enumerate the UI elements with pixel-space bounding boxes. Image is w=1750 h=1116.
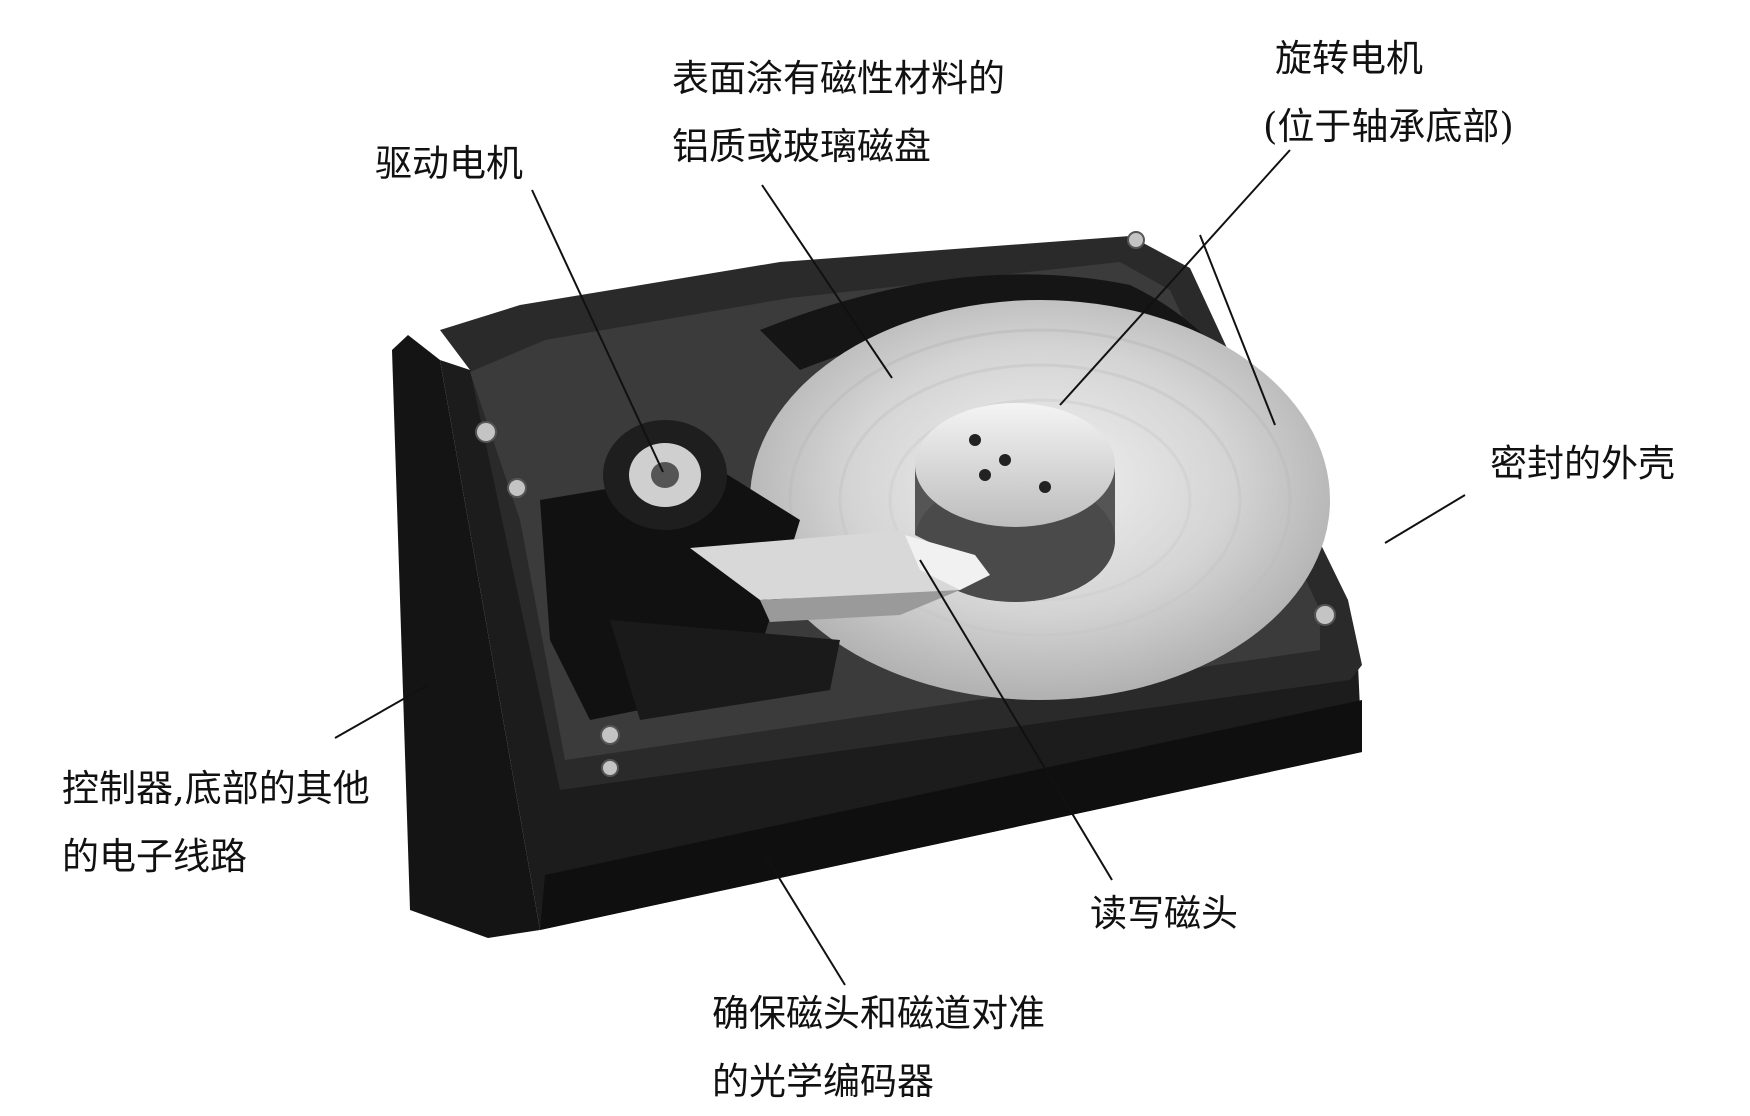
label-platter-line2: 铝质或玻璃磁盘 [672,125,931,168]
label-platter: 表面涂有磁性材料的 铝质或玻璃磁盘 [672,45,1005,181]
label-read-write-head: 读写磁头 [1090,880,1238,948]
label-controller-line1: 控制器,底部的其他 [62,767,370,810]
leader-lines [334,149,1466,986]
leader-case-upper [1199,234,1276,426]
label-optical-encoder: 确保磁头和磁道对准 的光学编码器 [712,980,1045,1116]
spindle-hub [915,403,1115,602]
label-sealed-case: 密封的外壳 [1490,430,1675,498]
label-platter-line1: 表面涂有磁性材料的 [672,57,1005,100]
label-spindle-motor: 旋转电机 (位于轴承底部) [1263,25,1514,161]
leader-head [919,559,1113,881]
label-case-text: 密封的外壳 [1490,442,1675,485]
case-screws [475,231,1336,777]
leader-drive-motor [531,189,664,473]
leader-platter [761,184,893,379]
actuator-assembly [540,420,990,720]
leader-spindle [1059,149,1291,406]
leader-controller [334,684,429,739]
label-controller-line2: 的电子线路 [62,835,247,878]
leader-encoder [764,854,846,986]
label-encoder-line1: 确保磁头和磁道对准 [712,992,1045,1035]
label-spindle-line1: 旋转电机 [1275,37,1423,80]
label-encoder-line2: 的光学编码器 [712,1060,934,1103]
label-spindle-line2: (位于轴承底部) [1263,105,1514,148]
leader-case [1384,494,1466,544]
label-head-text: 读写磁头 [1090,892,1238,935]
label-controller: 控制器,底部的其他 的电子线路 [62,755,370,891]
label-drive-motor: 驱动电机 [375,130,523,198]
label-drive-motor-text: 驱动电机 [375,142,523,185]
